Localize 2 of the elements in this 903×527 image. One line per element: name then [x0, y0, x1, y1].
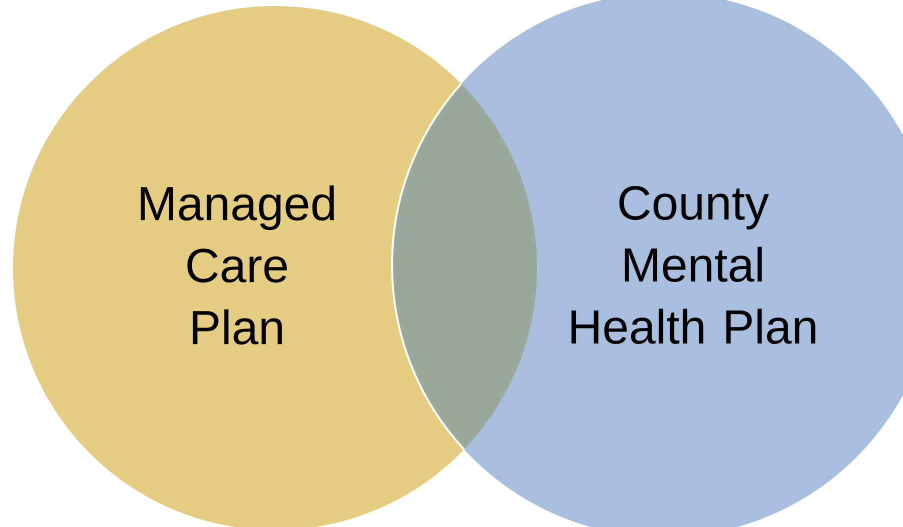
circle-label: County Mental Health Plan: [572, 186, 816, 344]
circle-label: Managed Care Plan: [140, 185, 334, 345]
